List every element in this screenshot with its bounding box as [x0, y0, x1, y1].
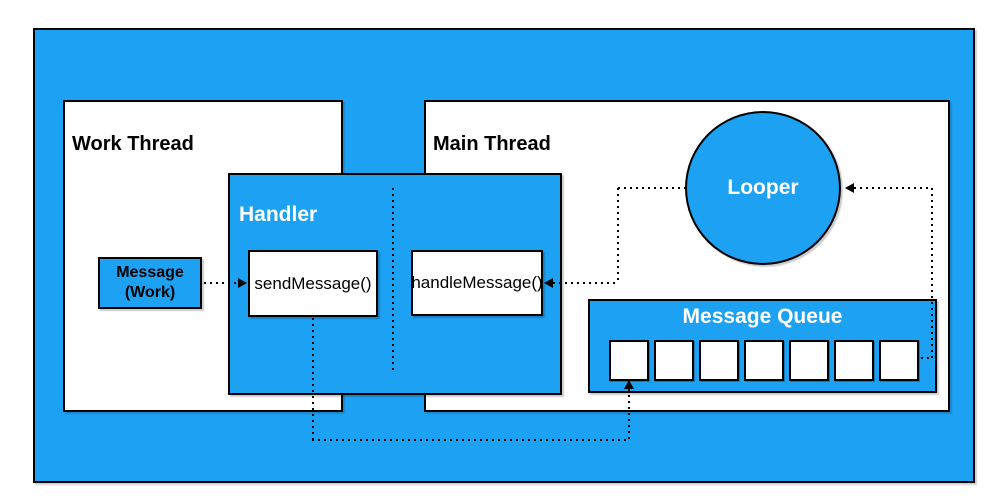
message-queue-box: Message Queue [588, 299, 937, 393]
connector-sendmessage-to-queue-bottom-segment [312, 439, 630, 441]
connector-sendmessage-down-segment [312, 318, 314, 439]
connector-up-into-queue-segment [628, 389, 630, 439]
queue-slot [699, 340, 739, 381]
queue-slots [609, 340, 919, 381]
arrowhead-into-handlemessage-icon [544, 278, 553, 288]
send-message-label: sendMessage() [254, 273, 372, 293]
connector-queue-to-looper-top-segment [854, 187, 932, 189]
looper-label: Looper [727, 176, 799, 199]
main-thread-label: Main Thread [433, 133, 551, 155]
message-work-box: Message (Work) [98, 257, 202, 309]
queue-slot [744, 340, 784, 381]
queue-slot [609, 340, 649, 381]
arrowhead-into-looper-icon [845, 183, 854, 193]
queue-slot [834, 340, 874, 381]
arrowhead-into-sendmessage-icon [238, 278, 247, 288]
connector-looper-left-segment [618, 187, 685, 189]
connector-message-to-sendmessage [204, 282, 238, 284]
thread-boundary-dotted-line [392, 188, 394, 370]
work-thread-label: Work Thread [72, 133, 194, 155]
connector-looper-to-handlemessage-segment [553, 282, 618, 284]
looper-circle: Looper [685, 111, 841, 265]
queue-slot [789, 340, 829, 381]
connector-queue-to-looper-vertical-segment [931, 188, 933, 359]
arrowhead-into-queue-slot-icon [624, 380, 634, 389]
queue-slot [879, 340, 919, 381]
handle-message-label: handleMessage() [411, 273, 543, 292]
message-work-label-line1: Message [116, 264, 184, 281]
connector-looper-to-handlemessage-vertical-segment [617, 188, 619, 284]
handle-message-box: handleMessage() [411, 250, 543, 316]
connector-queue-right-segment [921, 357, 933, 359]
message-queue-label: Message Queue [682, 305, 843, 328]
message-work-label-line2: (Work) [124, 284, 176, 301]
queue-slot [654, 340, 694, 381]
send-message-box: sendMessage() [248, 250, 378, 317]
handler-label: Handler [239, 203, 318, 226]
